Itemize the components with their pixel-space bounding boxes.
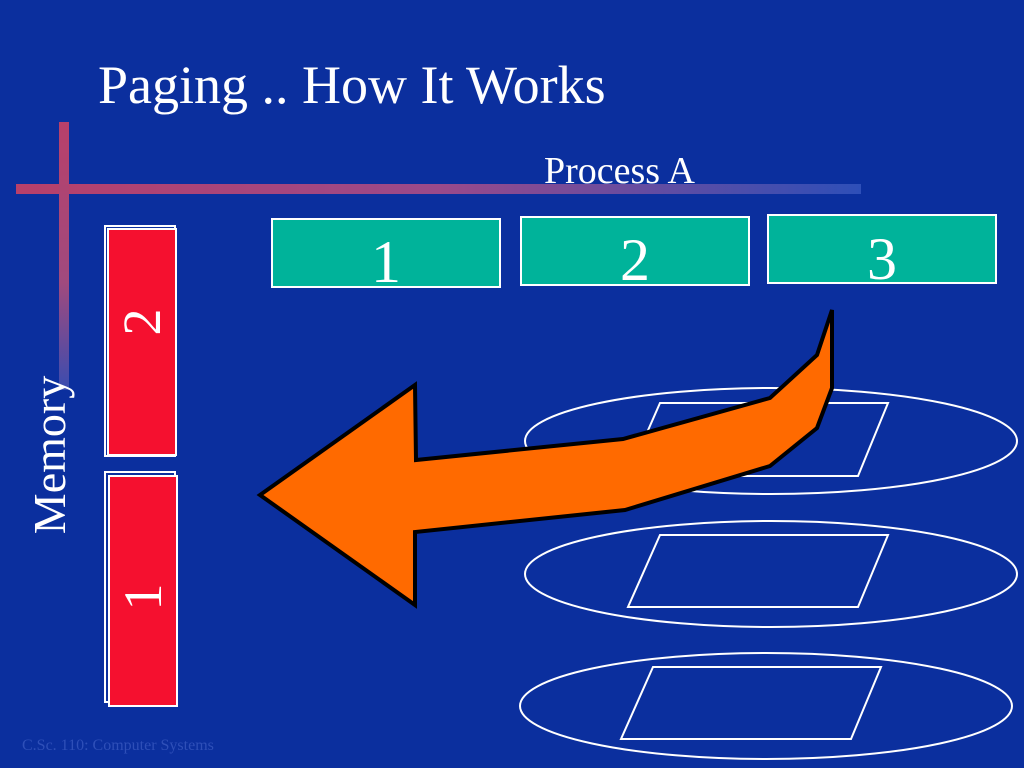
process-page-3: 3 — [767, 214, 997, 292]
memory-frame-2: 2 — [107, 228, 177, 456]
page-load-arrow — [256, 309, 834, 609]
process-page-2: 2 — [520, 216, 750, 293]
footer-course: C.Sc. 110: Computer Systems — [22, 737, 214, 754]
process-page-3-label: 3 — [867, 226, 897, 292]
process-page-1-label: 1 — [371, 229, 401, 295]
process-page-1: 1 — [271, 218, 501, 295]
disk-platter-middle — [524, 520, 1018, 628]
disk-platter-bottom — [519, 652, 1013, 760]
slide-title: Paging .. How It Works — [98, 55, 606, 115]
accent-bar-vertical — [59, 122, 69, 390]
process-label: Process A — [544, 150, 695, 192]
process-page-2-label: 2 — [620, 227, 650, 293]
accent-bar-horizontal — [16, 184, 861, 194]
memory-frame-1: 1 — [108, 475, 178, 707]
